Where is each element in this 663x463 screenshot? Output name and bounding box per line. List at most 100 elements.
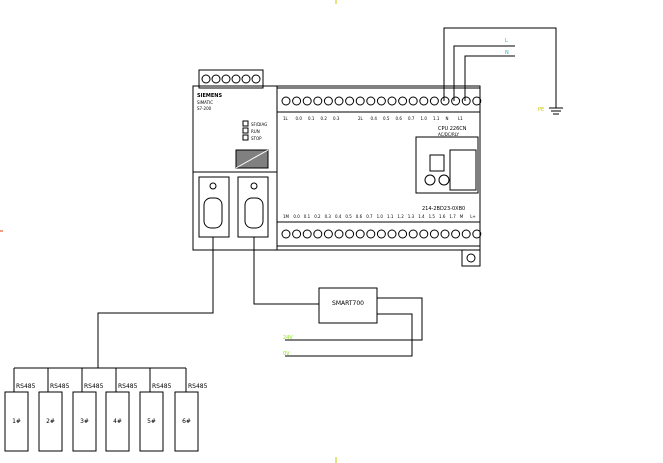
device-box	[38, 391, 63, 452]
plc-order-number: 214-2BD23-0XB0	[422, 206, 465, 212]
plc-top-terminal-strip	[276, 87, 481, 113]
terminal-screw	[355, 96, 365, 106]
terminal-screw	[429, 96, 439, 106]
bus-label: RS485	[84, 383, 104, 390]
plc-body	[192, 85, 481, 251]
device-box	[139, 391, 164, 452]
terminal-screw	[461, 96, 471, 106]
device-label: 3#	[80, 418, 89, 425]
hmi-0v-label: 0V	[283, 351, 290, 357]
power-wiring	[443, 27, 563, 115]
terminal-label: 1L	[283, 116, 289, 121]
terminal-screw	[376, 96, 386, 106]
bus-label: RS485	[188, 383, 208, 390]
terminal-screw	[334, 229, 344, 239]
terminal-label: 1.0	[421, 116, 428, 121]
bus-label: RS485	[16, 383, 36, 390]
terminal-screw	[398, 229, 408, 239]
terminal-screw	[408, 229, 418, 239]
plc-top-connector	[198, 69, 264, 89]
plc-cpu-name: CPU 226CN	[438, 126, 467, 132]
terminal-screw	[281, 96, 291, 106]
hmi-24v-wire	[285, 297, 423, 341]
plc-cpu-panel	[415, 136, 479, 194]
terminal-label: 2L	[358, 116, 364, 121]
terminal-screw	[419, 96, 429, 106]
terminal-label: 0.6	[356, 214, 363, 219]
terminal-label: 1.0	[377, 214, 384, 219]
terminal-screw	[281, 229, 291, 239]
terminal-label: M	[460, 214, 464, 219]
plc-brand-label: SIEMENS	[197, 93, 222, 99]
rs485-bus	[14, 237, 214, 369]
status-led-label-sf: SF/DIAG	[251, 122, 267, 127]
terminal-label: 0.0	[293, 214, 300, 219]
terminal-label: 0.7	[366, 214, 373, 219]
top-terminal-screws	[281, 96, 482, 106]
bus-label: RS485	[50, 383, 70, 390]
terminal-label: 1.1	[387, 214, 394, 219]
terminal-screw	[376, 229, 386, 239]
terminal-label: 0.5	[383, 116, 390, 121]
terminal-label: 1.7	[449, 214, 456, 219]
power-wire-n	[453, 45, 515, 101]
terminal-label: 0.4	[335, 214, 342, 219]
hmi-0v-wire	[285, 313, 413, 357]
plc-foot-bracket	[461, 249, 481, 267]
terminal-screw	[323, 96, 333, 106]
terminal-screw	[472, 229, 482, 239]
power-wire-l	[443, 27, 557, 108]
power-line-label-1: L	[505, 38, 508, 44]
terminal-screw	[334, 96, 344, 106]
plc-comm-port-right	[237, 176, 269, 238]
terminal-screw	[292, 229, 302, 239]
terminal-label: 0.1	[304, 214, 311, 219]
terminal-screw	[366, 96, 376, 106]
plc-comm-port-left	[198, 176, 230, 238]
terminal-label: 1M	[283, 214, 290, 219]
terminal-label: 0.7	[408, 116, 415, 121]
terminal-label: N	[446, 116, 449, 121]
terminal-screw	[355, 229, 365, 239]
device-label: 4#	[113, 418, 122, 425]
device-box	[105, 391, 130, 452]
hmi-label: SMART700	[332, 300, 364, 307]
terminal-screw	[440, 96, 450, 106]
bus-trunk	[97, 237, 214, 368]
terminal-screw	[398, 96, 408, 106]
terminal-screw	[313, 96, 323, 106]
terminal-label: L1	[458, 116, 463, 121]
terminal-label: 0.4	[371, 116, 378, 121]
terminal-screw	[345, 96, 355, 106]
terminal-screw	[440, 229, 450, 239]
terminal-label: 1.6	[439, 214, 446, 219]
terminal-screw	[366, 229, 376, 239]
device-label: 6#	[182, 418, 191, 425]
terminal-screw	[461, 229, 471, 239]
hmi-24v-label: 24V	[283, 335, 293, 341]
hmi-comm-wire	[253, 237, 319, 305]
terminal-label: 0.3	[333, 116, 340, 121]
status-led-label-stop: STOP	[251, 136, 262, 141]
terminal-label: 1.4	[418, 214, 425, 219]
plc-port-left-connector	[203, 197, 223, 229]
plc-port-right-connector	[244, 197, 264, 229]
terminal-label: 1.2	[397, 214, 404, 219]
terminal-label: 1.1	[433, 116, 440, 121]
terminal-screw	[419, 229, 429, 239]
terminal-label: 0.6	[396, 116, 403, 121]
terminal-label: 1.5	[429, 214, 436, 219]
bus-label: RS485	[118, 383, 138, 390]
terminal-screw	[408, 96, 418, 106]
terminal-screw	[387, 229, 397, 239]
terminal-screw	[387, 96, 397, 106]
device-label: 5#	[147, 418, 156, 425]
power-wire-pe	[464, 55, 515, 101]
bus-drops	[13, 368, 187, 392]
terminal-screw	[451, 229, 461, 239]
plc-potentiometer-panel	[449, 149, 477, 191]
